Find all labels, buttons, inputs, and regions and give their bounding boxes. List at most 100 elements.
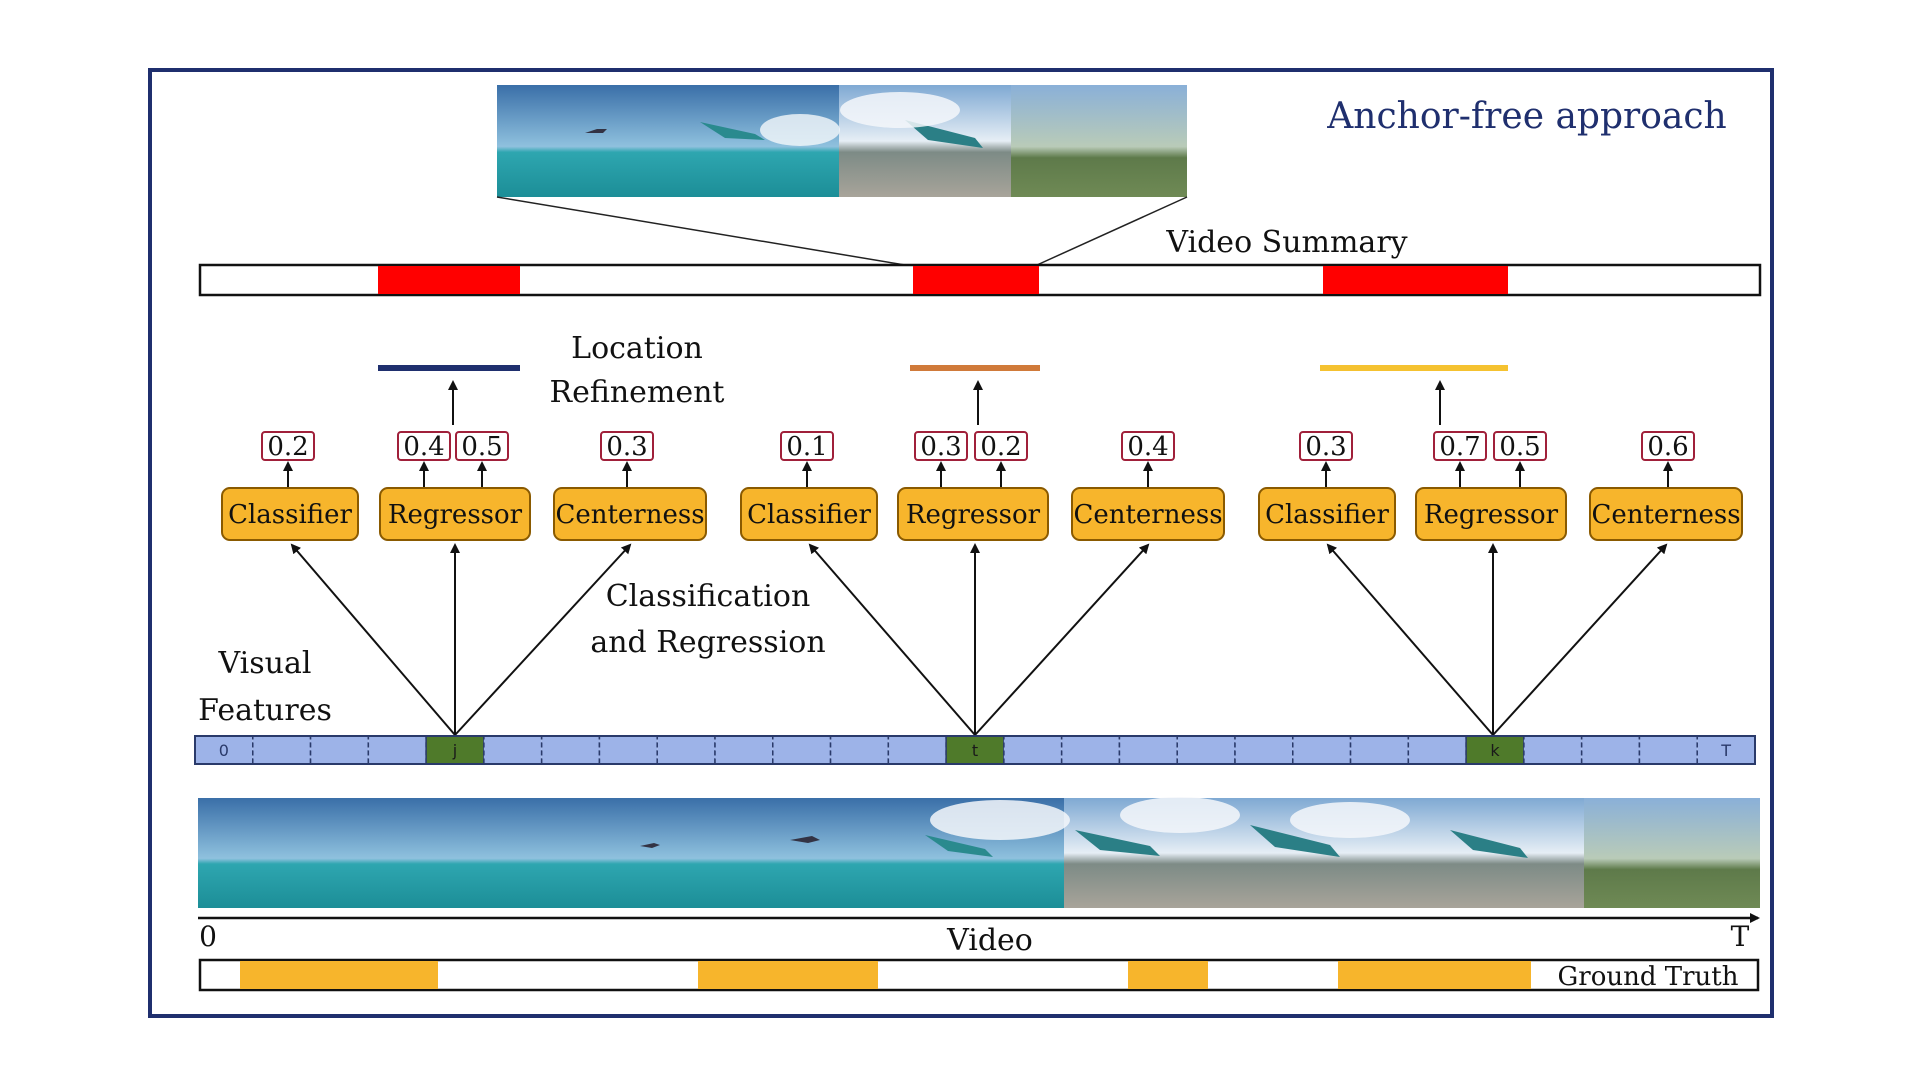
zoom-line-left (496, 196, 906, 266)
feature-cell-label: k (1490, 741, 1500, 760)
summary-segment (913, 266, 1039, 294)
classifier-module: Classifier (740, 487, 878, 541)
airplane-icon (1450, 830, 1528, 858)
score-box: 0.2 (261, 431, 315, 462)
feature-cell (367, 735, 427, 765)
regressor-module: Regressor (1415, 487, 1567, 541)
feature-cell (598, 735, 658, 765)
feature-cell-label: t (972, 741, 978, 760)
svg-text:0.5: 0.5 (1499, 432, 1540, 462)
score-box: 0.4 (1121, 431, 1175, 462)
summary-thumbnails (497, 85, 1187, 197)
feature-bar-border (194, 735, 1756, 765)
svg-text:0.5: 0.5 (461, 432, 502, 462)
feature-cell-label: T (1720, 741, 1731, 760)
svg-text:0.2: 0.2 (267, 432, 308, 462)
svg-text:Regressor: Regressor (1424, 500, 1559, 530)
feature-to-module-arrows (290, 543, 1668, 736)
video-label: Video (946, 923, 1033, 958)
cloud-shape (930, 800, 1070, 840)
classification-regression-label: and Regression (590, 625, 825, 660)
feature-cell (1349, 735, 1410, 765)
video-frame (372, 798, 546, 908)
svg-text:Centerness: Centerness (1073, 500, 1222, 530)
axis-start-label: 0 (199, 920, 217, 953)
visual-feature-bar: 0 j t k T (194, 735, 1756, 765)
svg-text:0.6: 0.6 (1647, 432, 1688, 462)
cloud-shape (1290, 802, 1410, 838)
classifier-module: Classifier (221, 487, 359, 541)
thumbnail-4 (1011, 85, 1187, 197)
score-arrows (283, 461, 1673, 488)
ground-truth-segment (698, 961, 878, 989)
score-box: 0.3 (914, 431, 968, 462)
airplane-icon (700, 122, 765, 140)
video-frames-strip (198, 797, 1760, 908)
ground-truth-segment (240, 961, 438, 989)
feature-cell (252, 735, 312, 765)
thumbnail-1 (497, 85, 667, 197)
feature-cell (887, 735, 947, 765)
feature-cell (483, 735, 543, 765)
feature-cell-label: 0 (219, 741, 229, 760)
score-box: 0.2 (974, 431, 1028, 462)
feature-cell-active (1465, 735, 1525, 765)
svg-text:0.7: 0.7 (1439, 432, 1480, 462)
svg-text:Classifier: Classifier (747, 500, 871, 530)
svg-text:Classifier: Classifier (1265, 500, 1389, 530)
ground-truth-label: Ground Truth (1558, 962, 1739, 992)
feature-cell (1060, 735, 1121, 765)
airplane-icon (905, 120, 983, 148)
svg-text:0.3: 0.3 (920, 432, 961, 462)
score-box: 0.5 (455, 431, 509, 462)
centerness-module: Centerness (553, 487, 707, 541)
airplane-icon (925, 835, 993, 857)
score-box: 0.7 (1433, 431, 1487, 462)
score-box: 0.3 (1299, 431, 1353, 462)
feature-cell (1523, 735, 1583, 765)
svg-text:0.3: 0.3 (606, 432, 647, 462)
feature-cell (1580, 735, 1641, 765)
ground-truth-segment (1338, 961, 1531, 989)
airplane-icon (585, 129, 607, 133)
feature-cell (829, 735, 890, 765)
feature-cell-active (945, 735, 1005, 765)
feature-cell (656, 735, 716, 765)
feature-cell (1638, 735, 1698, 765)
axis-end-label: T (1731, 920, 1750, 953)
feature-cell (540, 735, 601, 765)
svg-text:0.1: 0.1 (786, 432, 827, 462)
airplane-icon (640, 843, 660, 848)
classifier-module: Classifier (1258, 487, 1396, 541)
airplane-icon (790, 836, 820, 843)
feature-cell (1292, 735, 1352, 765)
svg-text:Centerness: Centerness (1591, 500, 1740, 530)
feature-cell (1003, 735, 1063, 765)
score-box: 0.4 (397, 431, 451, 462)
airplane-icon (1250, 825, 1340, 857)
video-frame (198, 798, 372, 908)
svg-text:0.4: 0.4 (1127, 432, 1168, 462)
score-box: 0.1 (780, 431, 834, 462)
feature-cell (1234, 735, 1294, 765)
visual-features-label: Visual (218, 646, 312, 681)
feature-cell (772, 735, 832, 765)
classification-regression-label: Classification (606, 579, 811, 614)
feature-cell (1176, 735, 1236, 765)
summary-segment (378, 266, 520, 294)
centerness-module: Centerness (1589, 487, 1743, 541)
video-frame (546, 798, 720, 908)
svg-text:Centerness: Centerness (555, 500, 704, 530)
score-box: 0.6 (1641, 431, 1695, 462)
svg-text:0.3: 0.3 (1305, 432, 1346, 462)
location-refinement-label: Refinement (549, 375, 724, 410)
feature-cell-label: j (452, 741, 457, 760)
feature-cell (1118, 735, 1178, 765)
feature-cell (309, 735, 370, 765)
diagram-title: Anchor-free approach (1326, 96, 1726, 137)
score-box: 0.3 (600, 431, 654, 462)
video-summary-label: Video Summary (1165, 225, 1407, 260)
centerness-module: Centerness (1071, 487, 1225, 541)
cloud-shape (840, 92, 960, 128)
